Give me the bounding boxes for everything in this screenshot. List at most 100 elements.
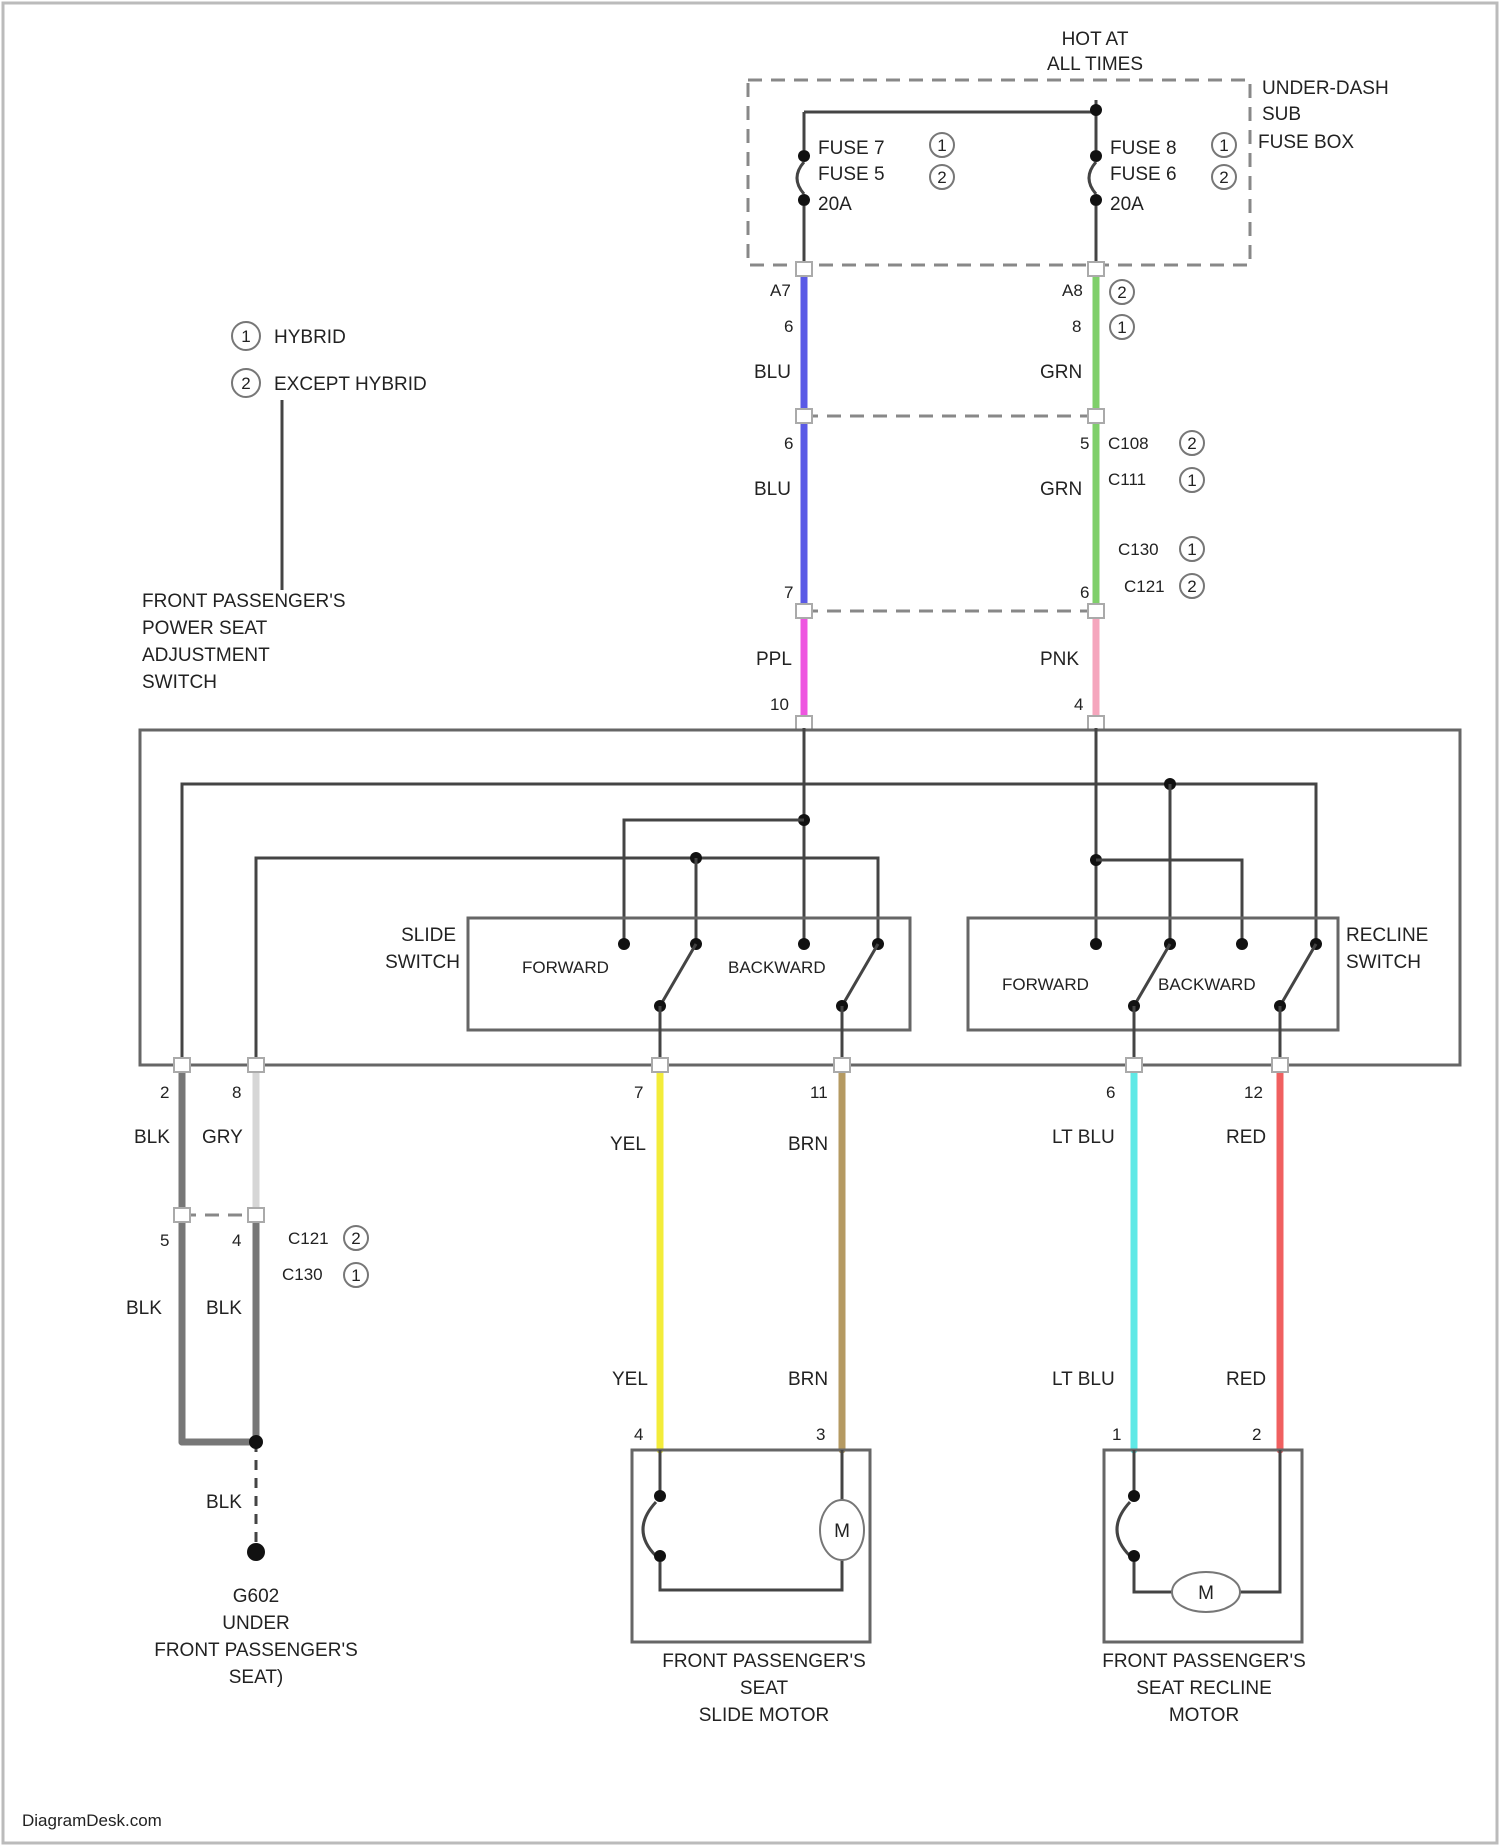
recline-motor-label-3: MOTOR [1169, 1705, 1239, 1726]
connector-c108: C108 [1108, 434, 1149, 453]
pin-left-2: 6 [784, 317, 793, 336]
fuse-left-label-2: FUSE 5 [818, 164, 885, 185]
connector-c108-mark: 2 [1180, 431, 1204, 455]
fuse-right-label-2: FUSE 6 [1110, 164, 1177, 185]
wire-label-blk-2: BLK [126, 1298, 162, 1319]
switch-assembly [140, 730, 1460, 1065]
wire-label-grn-2: GRN [1040, 479, 1082, 500]
recline-backward-label: BACKWARD [1158, 975, 1256, 994]
hot-label-2: ALL TIMES [1047, 54, 1143, 75]
recline-motor-label-1: FRONT PASSENGER'S [1102, 1651, 1306, 1672]
connector-c130-upper: C130 [1118, 540, 1159, 559]
pin-red: 12 [1244, 1083, 1263, 1102]
wire-label-pnk: PNK [1040, 649, 1079, 670]
pin-left-top: A7 [770, 281, 791, 300]
recline-forward-label: FORWARD [1002, 975, 1089, 994]
legend-except-hybrid: 2 EXCEPT HYBRID [232, 369, 427, 397]
wire-label-red-1: RED [1226, 1127, 1266, 1148]
pin-right-variant-mark-1: 1 [1110, 315, 1134, 339]
svg-text:1: 1 [1187, 540, 1196, 559]
recline-motor-label-2: SEAT RECLINE [1136, 1678, 1272, 1699]
wire-label-blk-3: BLK [206, 1298, 242, 1319]
pin-m2-a: 1 [1112, 1425, 1121, 1444]
ground-label-3: FRONT PASSENGER'S [154, 1640, 358, 1661]
svg-text:EXCEPT HYBRID: EXCEPT HYBRID [274, 374, 427, 395]
svg-text:1: 1 [937, 136, 946, 155]
svg-text:1: 1 [1219, 136, 1228, 155]
svg-text:2: 2 [1117, 283, 1126, 302]
wire-label-yel-1: YEL [610, 1134, 646, 1155]
pin-m2-b: 2 [1252, 1425, 1261, 1444]
svg-text:2: 2 [1187, 434, 1196, 453]
recline-motor-symbol: M [1198, 1583, 1214, 1604]
slide-motor-label-2: SEAT [740, 1678, 789, 1699]
pin-yel: 7 [634, 1083, 643, 1102]
slide-motor-symbol: M [834, 1521, 850, 1542]
fuse-left-variant-mark-2: 2 [930, 165, 954, 189]
slide-switch-label-1: SLIDE [401, 925, 456, 946]
wire-label-blk-4: BLK [206, 1492, 242, 1513]
fusebox-label-1: UNDER-DASH [1262, 78, 1389, 99]
pin-m1-a: 4 [634, 1425, 643, 1444]
fuse-left-label-1: FUSE 7 [818, 138, 885, 159]
wire-label-blu-2: BLU [754, 479, 791, 500]
pin-right-top: A8 [1062, 281, 1083, 300]
pin-c4: 4 [232, 1231, 241, 1250]
pin-ltblu: 6 [1106, 1083, 1115, 1102]
wire-label-ppl: PPL [756, 649, 792, 670]
pin-c5: 5 [160, 1231, 169, 1250]
fuse-left-variant-mark-1: 1 [930, 133, 954, 157]
pin-pnk: 4 [1074, 695, 1083, 714]
legend-hybrid: 1 HYBRID [232, 322, 346, 350]
pin-brn: 11 [810, 1083, 828, 1102]
wire-label-blu-1: BLU [754, 362, 791, 383]
pin-b7: 7 [784, 583, 793, 602]
ground-label-4: SEAT) [229, 1667, 284, 1688]
fuse-right-variant-mark-1: 1 [1212, 133, 1236, 157]
switch-title-1: FRONT PASSENGER'S [142, 591, 346, 612]
slide-motor: M [632, 1450, 870, 1642]
fuse-right-amp: 20A [1110, 194, 1144, 215]
svg-text:1: 1 [1117, 318, 1126, 337]
slide-backward-label: BACKWARD [728, 958, 826, 977]
connector-c130-lower: C130 [282, 1265, 323, 1284]
diagram-border [3, 3, 1497, 1843]
pin-gry: 8 [232, 1083, 241, 1102]
recline-motor: M [1104, 1450, 1302, 1642]
wire-label-brn-1: BRN [788, 1134, 828, 1155]
pin-g6: 6 [1080, 583, 1089, 602]
fusebox-label-2: SUB [1262, 104, 1301, 125]
pin-blk: 2 [160, 1083, 169, 1102]
slide-motor-label-3: SLIDE MOTOR [699, 1705, 830, 1726]
pin-right-2: 8 [1072, 317, 1081, 336]
connector-c130-lower-mark: 1 [344, 1263, 368, 1287]
switch-title-2: POWER SEAT [142, 618, 268, 639]
wire-label-blk-1: BLK [134, 1127, 170, 1148]
fuse-right-variant-mark-2: 2 [1212, 165, 1236, 189]
svg-text:2: 2 [1219, 168, 1228, 187]
pin-ppl: 10 [770, 695, 789, 714]
fusebox-label-3: FUSE BOX [1258, 132, 1354, 153]
wire-label-yel-2: YEL [612, 1369, 648, 1390]
svg-text:2: 2 [937, 168, 946, 187]
wire-label-gry: GRY [202, 1127, 243, 1148]
pin-m1-b: 3 [816, 1425, 825, 1444]
svg-text:2: 2 [1187, 577, 1196, 596]
svg-text:1: 1 [241, 327, 250, 346]
connector-c121-lower-mark: 2 [344, 1226, 368, 1250]
wire-label-grn-1: GRN [1040, 362, 1082, 383]
recline-switch-label-1: RECLINE [1346, 925, 1428, 946]
recline-switch-label-2: SWITCH [1346, 952, 1421, 973]
pin-g5: 5 [1080, 434, 1089, 453]
wire-label-brn-2: BRN [788, 1369, 828, 1390]
svg-text:1: 1 [1187, 471, 1196, 490]
fuse-left-amp: 20A [818, 194, 852, 215]
footer-watermark: DiagramDesk.com [22, 1811, 162, 1830]
svg-text:1: 1 [351, 1266, 360, 1285]
connector-c111-mark: 1 [1180, 468, 1204, 492]
pin-right-variant-mark-2: 2 [1110, 280, 1134, 304]
ground-label-2: UNDER [222, 1613, 290, 1634]
connector-c111: C111 [1108, 470, 1146, 489]
wire-label-red-2: RED [1226, 1369, 1266, 1390]
